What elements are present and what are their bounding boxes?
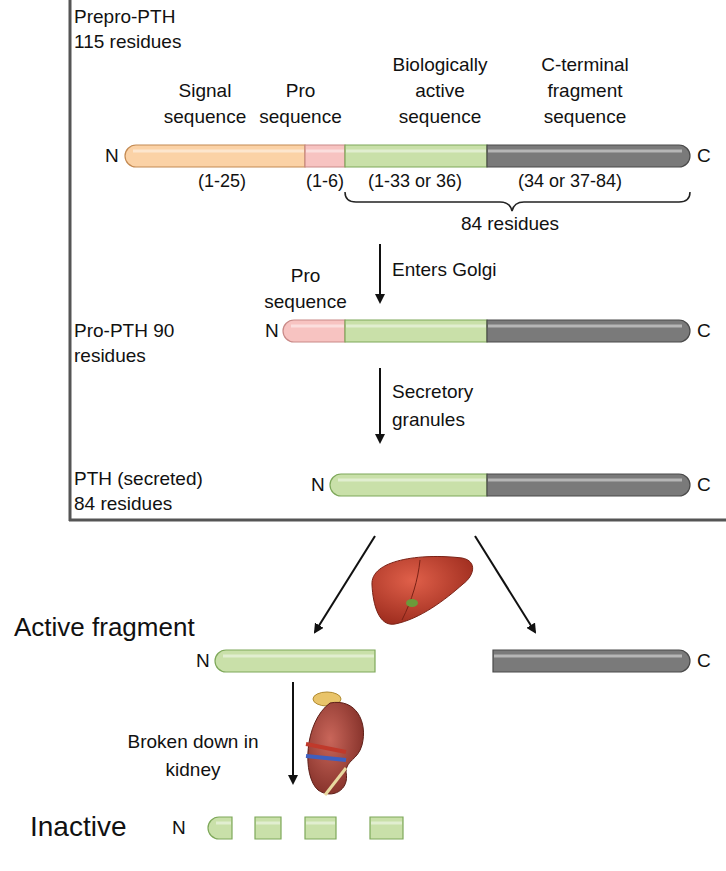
terminus-letter: N	[196, 650, 210, 672]
bar-segment	[370, 817, 403, 839]
diagram-label: 84 residues	[445, 213, 575, 235]
bar-segment	[330, 474, 487, 496]
bar-segment	[493, 650, 690, 672]
bar-segment	[208, 817, 232, 839]
peptide-bar: NC	[262, 316, 720, 346]
bar-highlight	[371, 822, 402, 825]
peptide-bar: NC	[308, 470, 720, 500]
bar-highlight	[488, 479, 682, 482]
diagram-label: Inactive	[30, 810, 170, 844]
process-arrow	[315, 536, 375, 632]
process-arrow	[379, 368, 381, 442]
bar-highlight	[494, 655, 682, 658]
bar-highlight	[306, 822, 335, 825]
diagram-label: (1-33 or 36)	[355, 170, 475, 192]
bar-segment	[255, 817, 281, 839]
arrow-label: Broken down in kidney	[118, 728, 268, 784]
bar-shape	[490, 646, 720, 676]
bar-segment	[345, 320, 487, 342]
bar-highlight	[346, 150, 486, 153]
bar-segment	[283, 320, 345, 342]
bar-segment	[215, 650, 375, 672]
bar-highlight	[306, 150, 344, 153]
bar-highlight	[346, 325, 486, 328]
bar-highlight	[291, 325, 344, 328]
diagram-label: (34 or 37-84)	[505, 170, 635, 192]
kidney-illustration	[306, 692, 364, 795]
bar-segment	[305, 817, 336, 839]
bar-shape	[262, 316, 720, 346]
bar-highlight	[216, 822, 231, 825]
bar-shape	[193, 646, 379, 676]
terminus-letter: C	[697, 474, 711, 496]
bar-highlight	[488, 325, 682, 328]
bar-highlight	[223, 655, 374, 658]
terminus-letter: C	[697, 320, 711, 342]
terminus-letter: C	[697, 145, 711, 167]
bar-highlight	[133, 150, 304, 153]
bar-segment	[305, 145, 345, 167]
diagram-label: C-terminal fragment sequence	[520, 52, 650, 130]
bar-segment	[345, 145, 487, 167]
bar-segment	[487, 474, 690, 496]
arrow-label: Secretory granules	[392, 378, 502, 434]
diagram-label: Pro sequence	[258, 263, 353, 315]
diagram-label: (1-25)	[182, 170, 262, 192]
process-arrow	[475, 536, 535, 632]
diagram-label: Biologically active sequence	[375, 52, 505, 130]
bar-highlight	[338, 479, 486, 482]
terminus-letter: N	[172, 817, 186, 839]
frame	[69, 0, 726, 521]
bar-shape	[308, 470, 720, 500]
process-arrow	[292, 682, 294, 783]
liver-illustration	[372, 556, 473, 624]
terminus-letter: C	[697, 650, 711, 672]
peptide-bar: C	[490, 646, 720, 676]
bar-segment	[487, 320, 690, 342]
diagram-label: (1-6)	[300, 170, 350, 192]
terminus-letter: N	[105, 145, 119, 167]
diagram-label: Signal sequence	[150, 78, 260, 130]
diagram-label: Pro sequence	[253, 78, 348, 130]
bar-highlight	[488, 150, 682, 153]
diagram-label: Prepro-PTH 115 residues	[74, 4, 204, 54]
diagram-label: PTH (secreted) 84 residues	[74, 466, 209, 516]
arrow-label: Enters Golgi	[392, 256, 532, 284]
diagram-label: Active fragment	[14, 611, 234, 643]
peptide-bar: N	[170, 813, 410, 843]
brace	[345, 192, 690, 211]
bar-highlight	[256, 822, 280, 825]
process-arrow	[379, 244, 381, 302]
peptide-bar: N	[193, 646, 379, 676]
diagram-label: Pro-PTH 90 residues	[74, 318, 184, 368]
terminus-letter: N	[265, 320, 279, 342]
bar-segment	[125, 145, 305, 167]
bar-shape	[170, 813, 410, 843]
terminus-letter: N	[311, 474, 325, 496]
bar-segment	[487, 145, 690, 167]
